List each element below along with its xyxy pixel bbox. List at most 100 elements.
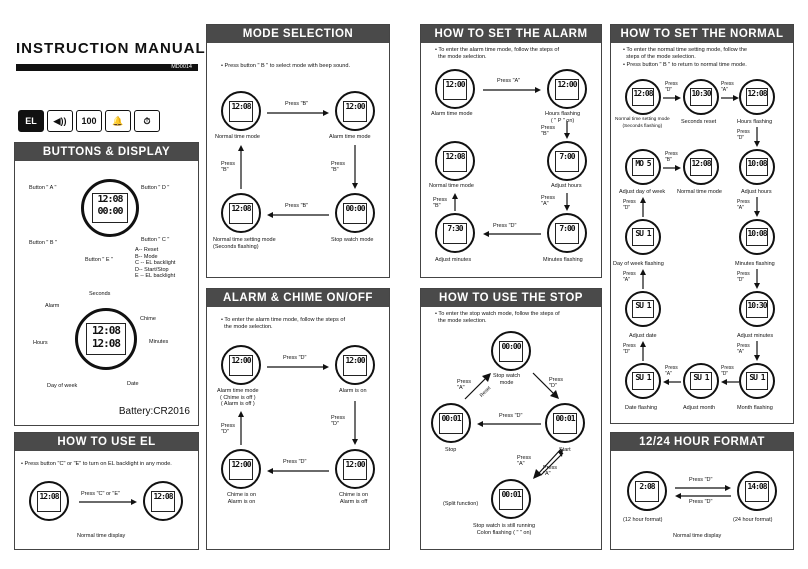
watch-day-flashing: SU 1 [625, 219, 661, 255]
arrow-right-icon [663, 95, 681, 101]
el-backlight-icon: EL [18, 110, 44, 132]
watch-minutes-flashing: 10:08 [739, 219, 775, 255]
press-d-label: Press "D" [721, 365, 734, 377]
press-d-label: Press "D" [665, 81, 678, 93]
arrow-up-icon [640, 341, 646, 361]
label-chime: Chime [140, 316, 156, 322]
watch-stopwatch-start: 00:01 [545, 403, 585, 443]
arrow-up-icon [452, 193, 458, 211]
label-button-d: Button " D " [141, 185, 170, 191]
label-alarm-time-mode: Alarm time mode [329, 134, 371, 140]
bell-icon: 🔔 [105, 110, 131, 132]
buttons-display-header: BUTTONS & DISPLAY [15, 143, 198, 161]
arrow-split-icon [533, 448, 564, 479]
mode-selection-text: • Press button " B " to select mode with… [221, 63, 351, 69]
label-adjust-hours: Adjust hours [551, 183, 582, 189]
model-number: MD0014 [16, 64, 198, 71]
label-24-hour: (24 hour format) [733, 517, 773, 523]
label-start: Start [559, 447, 571, 453]
watch-alarm-off: 12:00 [221, 345, 261, 385]
arrow-left-icon [483, 231, 541, 237]
arrow-up-icon [640, 269, 646, 289]
watch-hours-flashing: 12:08 [739, 79, 775, 115]
label-12-hour: (12 hour format) [623, 517, 663, 523]
watch-hours-flashing: 12:00 [547, 69, 587, 109]
watch-normal-mode: 12:08 [683, 149, 719, 185]
normal-time-panel: HOW TO SET THE NORMAL TIME • To enter th… [610, 24, 794, 424]
watch-seconds-reset: 10:30 [683, 79, 719, 115]
use-el-header: HOW TO USE EL [15, 433, 198, 451]
arrow-left-icon [477, 421, 541, 427]
press-a-label: Press "A" [665, 365, 678, 377]
press-d-label: Press "D" [493, 223, 517, 229]
watch-chime-alarm-on: 12:00 [221, 449, 261, 489]
buttons-display-panel: BUTTONS & DISPLAY Button " A " Button " … [14, 142, 199, 426]
watch-setting-mode: 12:08 [625, 79, 661, 115]
arrow-down-icon [754, 197, 760, 217]
watch-stopwatch-split: 00:01 [491, 479, 531, 519]
hour-format-panel: 12/24 HOUR FORMAT SETTING 2:08 14:08 Pre… [610, 432, 794, 550]
watch-adjust-minutes: 10:30 [739, 291, 775, 327]
label-normal-setting-mode: Normal time setting mode (Seconds flashi… [213, 237, 276, 250]
arrow-up-icon [238, 145, 244, 189]
watch-normal-setting: 12:08 [221, 193, 261, 233]
watch-el-before: 12:08 [29, 481, 69, 521]
arrow-left-icon [663, 379, 681, 385]
label-seconds-reset: Seconds reset [681, 119, 717, 125]
label-seconds: Seconds [89, 291, 111, 297]
alarm-time-header: HOW TO SET THE ALARM TIME [421, 25, 601, 58]
normal-time-text: • To enter the normal time setting mode,… [623, 47, 748, 60]
label-day-of-week: Day of week [47, 383, 78, 389]
press-a-label: Press "A" [497, 78, 521, 84]
normal-time-header: HOW TO SET THE NORMAL TIME [611, 25, 793, 58]
press-b-label: Press "B" [221, 161, 236, 173]
arrow-up-icon [640, 197, 646, 217]
press-d-label: Press "D" [689, 477, 713, 483]
alarm-time-panel: HOW TO SET THE ALARM TIME • To enter the… [420, 24, 602, 278]
watch-alarm-time: 12:00 [435, 69, 475, 109]
mode-selection-panel: MODE SELECTION • Press button " B " to s… [206, 24, 390, 278]
press-a-label: Press "A" [737, 343, 750, 355]
press-d-label: Press "D" [737, 271, 750, 283]
press-a-label: Press "A" [623, 271, 636, 283]
label-month-flashing: Month flashing [737, 405, 773, 411]
use-el-text: • Press button "C" or "E" to turn on EL … [21, 461, 172, 467]
watch-normal-time: 12:08 [435, 141, 475, 181]
watch-month-flashing: SU 1 [739, 363, 775, 399]
press-a-label: Press "A" [737, 199, 750, 211]
press-d-label: Press "D" [331, 415, 346, 427]
press-a-label: Press "A" [541, 195, 556, 207]
hour-format-caption: Normal time display [673, 533, 722, 539]
arrow-down-icon [754, 127, 760, 147]
label-stop-watch-mode: Stop watch mode [331, 237, 374, 243]
press-d-label: Press "D" [623, 199, 636, 211]
press-b-label: Press "B" [541, 125, 556, 137]
press-b-label: Press "B" [433, 197, 448, 209]
label-hours-flashing: Hours flashing [737, 119, 773, 125]
label-stop: Stop [445, 447, 457, 453]
water-resist-icon: 100 [76, 110, 102, 132]
label-button-e: Button " E " [85, 257, 114, 263]
alarm-sound-icon: ◀)) [47, 110, 73, 132]
arrow-down-icon [352, 145, 358, 189]
label-normal-mode: Normal time mode [677, 189, 722, 195]
label-minutes: Minutes [149, 339, 169, 345]
label-minutes-flashing: Minutes flashing [543, 257, 583, 263]
press-d-label: Press "D" [283, 459, 307, 465]
arrow-right-icon [79, 499, 137, 505]
battery-label: Battery:CR2016 [118, 406, 190, 417]
label-adjust-date: Adjust date [629, 333, 657, 339]
label-alarm-time-mode: Alarm time mode [431, 111, 473, 117]
label-still-running: Stop watch is still running Colon flashi… [473, 523, 536, 536]
press-d-label: Press "D" [689, 499, 713, 505]
watch-chime-on-alarm-off: 12:00 [335, 449, 375, 489]
arrow-down-icon [754, 341, 760, 361]
watch-stop-watch: 00:00 [335, 193, 375, 233]
arrow-right-icon [267, 110, 329, 116]
arrow-left-icon [267, 468, 329, 474]
arrow-diag-down-icon [532, 372, 559, 399]
watch-adjust-date: SU 1 [625, 291, 661, 327]
label-normal-time-mode: Normal time mode [429, 183, 474, 189]
label-alarm: Alarm [45, 303, 60, 309]
